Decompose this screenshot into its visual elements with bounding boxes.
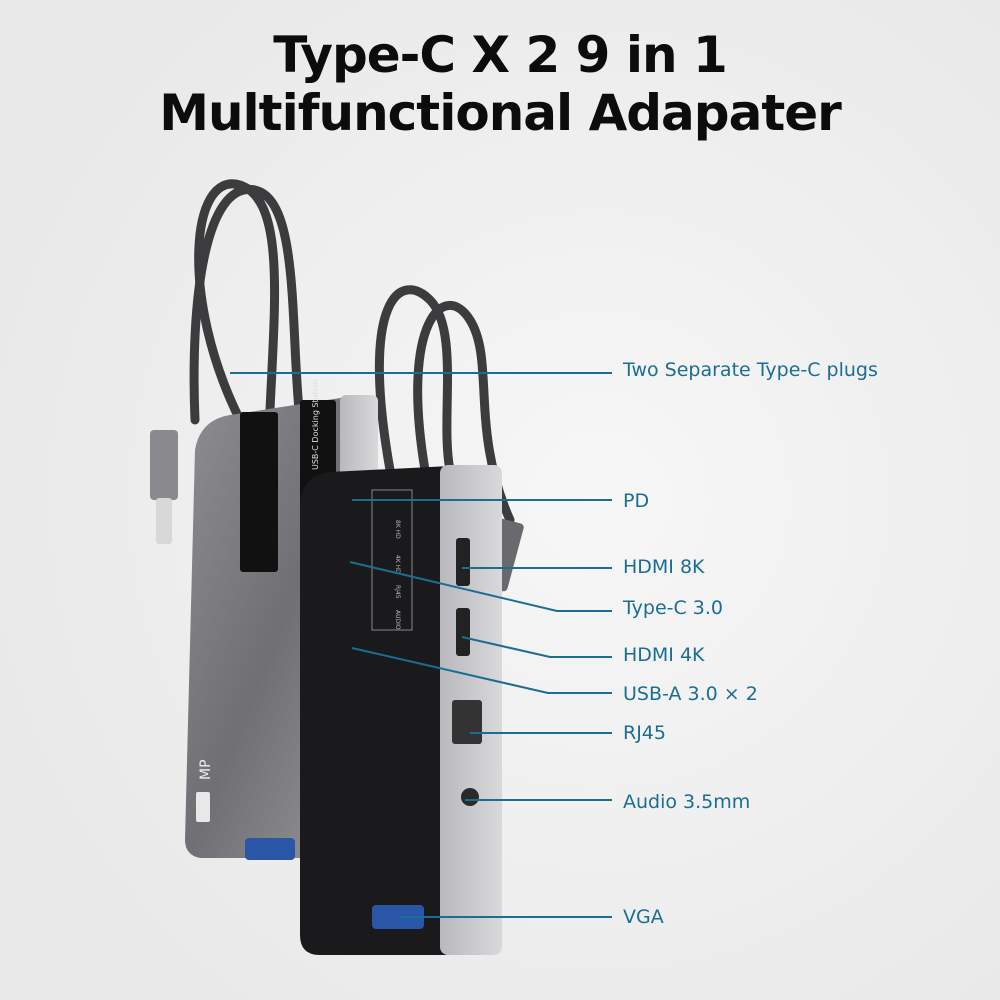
callout-hdmi-8k: HDMI 8K	[623, 556, 705, 578]
callout-lines	[230, 372, 612, 918]
callout-vga: VGA	[623, 906, 664, 928]
callout-type-c-3: Type-C 3.0	[623, 597, 724, 619]
callout-audio: Audio 3.5mm	[623, 791, 751, 813]
callout-hdmi-4k: HDMI 4K	[623, 644, 705, 666]
callout-rj45: RJ45	[623, 722, 666, 744]
port-label-audio: AUDIO	[394, 610, 401, 630]
callout-usb-a: USB-A 3.0 × 2	[623, 683, 758, 705]
port-label-8k: 8K HD	[394, 520, 401, 539]
port-label-4k: 4K HD	[394, 555, 401, 574]
title-line-1: Type-C X 2 9 in 1	[273, 26, 728, 84]
port-label-rj45: RJ45	[394, 585, 401, 599]
cables	[189, 179, 515, 525]
callout-type-c-plugs: Two Separate Type-C plugs	[623, 359, 878, 381]
title-line-2: Multifunctional Adapater	[159, 84, 842, 142]
brand-mark: MP	[198, 759, 214, 780]
side-label: USB-C Docking Station	[311, 379, 320, 470]
callout-pd: PD	[623, 490, 650, 512]
back-hub: 8K HD 4K HD RJ45 AUDIO	[300, 465, 502, 955]
